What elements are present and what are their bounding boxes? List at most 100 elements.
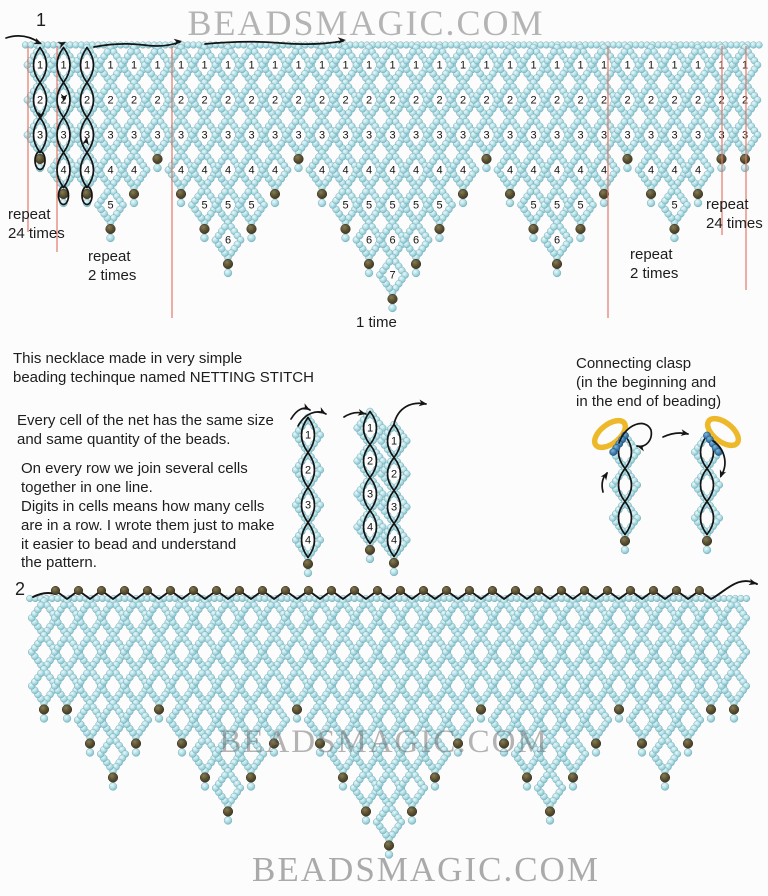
svg-text:2: 2 — [131, 95, 137, 107]
svg-text:4: 4 — [60, 165, 66, 177]
svg-text:3: 3 — [436, 130, 442, 142]
svg-text:3: 3 — [60, 130, 66, 142]
svg-text:3: 3 — [367, 489, 373, 501]
svg-text:5: 5 — [225, 200, 231, 212]
watermark-top: BEADSMAGIC.COM — [187, 3, 545, 43]
repeat-2-times-left-label: repeat 2 times — [88, 248, 137, 284]
svg-text:2: 2 — [671, 95, 677, 107]
svg-text:1: 1 — [201, 60, 207, 72]
svg-text:2: 2 — [460, 95, 466, 107]
svg-text:2: 2 — [37, 95, 43, 107]
note-paragraph-technique: This necklace made in very simple beadin… — [13, 350, 314, 386]
svg-text:1: 1 — [530, 60, 536, 72]
svg-text:2: 2 — [225, 95, 231, 107]
svg-text:1: 1 — [413, 60, 419, 72]
svg-text:1: 1 — [742, 60, 748, 72]
svg-text:1: 1 — [305, 430, 311, 442]
watermark-bottom: BEADSMAGIC.COM — [252, 850, 600, 889]
svg-text:3: 3 — [483, 130, 489, 142]
svg-text:1: 1 — [37, 60, 43, 72]
svg-text:4: 4 — [131, 165, 137, 177]
svg-text:2: 2 — [154, 95, 160, 107]
svg-text:4: 4 — [178, 165, 184, 177]
svg-text:4: 4 — [319, 165, 325, 177]
svg-text:1: 1 — [295, 60, 301, 72]
svg-text:3: 3 — [413, 130, 419, 142]
svg-text:2: 2 — [530, 95, 536, 107]
svg-text:2: 2 — [507, 95, 513, 107]
svg-text:4: 4 — [554, 165, 560, 177]
svg-text:1: 1 — [342, 60, 348, 72]
svg-text:2: 2 — [601, 95, 607, 107]
svg-text:2: 2 — [84, 95, 90, 107]
svg-text:1: 1 — [84, 60, 90, 72]
connecting-clasp-title: Connecting clasp (in the beginning and i… — [576, 355, 722, 410]
svg-text:3: 3 — [460, 130, 466, 142]
svg-text:3: 3 — [624, 130, 630, 142]
svg-text:4: 4 — [648, 165, 654, 177]
svg-text:2: 2 — [248, 95, 254, 107]
svg-text:4: 4 — [436, 165, 442, 177]
svg-text:4: 4 — [577, 165, 583, 177]
svg-text:4: 4 — [389, 165, 395, 177]
svg-text:4: 4 — [530, 165, 536, 177]
svg-text:1: 1 — [154, 60, 160, 72]
svg-text:2: 2 — [367, 456, 373, 468]
svg-text:2: 2 — [389, 95, 395, 107]
svg-text:1: 1 — [248, 60, 254, 72]
diagram1-label: 1 — [36, 10, 47, 30]
svg-text:3: 3 — [695, 130, 701, 142]
svg-text:4: 4 — [695, 165, 701, 177]
svg-text:1: 1 — [272, 60, 278, 72]
svg-text:6: 6 — [389, 235, 395, 247]
svg-text:6: 6 — [225, 235, 231, 247]
svg-text:1: 1 — [554, 60, 560, 72]
svg-text:1: 1 — [460, 60, 466, 72]
svg-text:3: 3 — [577, 130, 583, 142]
svg-text:2: 2 — [554, 95, 560, 107]
svg-text:4: 4 — [272, 165, 278, 177]
watermark-middle: BEADSMAGIC.COM — [219, 724, 549, 760]
svg-text:2: 2 — [695, 95, 701, 107]
svg-text:3: 3 — [272, 130, 278, 142]
svg-text:3: 3 — [84, 130, 90, 142]
svg-text:3: 3 — [178, 130, 184, 142]
svg-text:1: 1 — [601, 60, 607, 72]
svg-text:1: 1 — [695, 60, 701, 72]
svg-text:3: 3 — [671, 130, 677, 142]
svg-text:3: 3 — [248, 130, 254, 142]
svg-text:3: 3 — [342, 130, 348, 142]
svg-text:2: 2 — [436, 95, 442, 107]
svg-text:1: 1 — [391, 436, 397, 448]
svg-text:5: 5 — [201, 200, 207, 212]
svg-text:1: 1 — [60, 60, 66, 72]
svg-text:2: 2 — [342, 95, 348, 107]
svg-text:2: 2 — [201, 95, 207, 107]
svg-text:3: 3 — [648, 130, 654, 142]
svg-text:4: 4 — [671, 165, 677, 177]
svg-text:3: 3 — [107, 130, 113, 142]
svg-text:2: 2 — [107, 95, 113, 107]
svg-text:1: 1 — [436, 60, 442, 72]
svg-text:5: 5 — [342, 200, 348, 212]
svg-text:5: 5 — [107, 200, 113, 212]
svg-text:7: 7 — [389, 270, 395, 282]
svg-text:6: 6 — [554, 235, 560, 247]
repeat-24-times-left-label: repeat 24 times — [8, 206, 65, 242]
svg-text:4: 4 — [460, 165, 466, 177]
svg-text:1: 1 — [389, 60, 395, 72]
diagram2-label: 2 — [15, 579, 26, 599]
svg-text:5: 5 — [577, 200, 583, 212]
svg-text:2: 2 — [624, 95, 630, 107]
svg-text:4: 4 — [601, 165, 607, 177]
svg-text:3: 3 — [201, 130, 207, 142]
note-paragraph-cells: Every cell of the net has the same size … — [17, 412, 274, 448]
svg-text:2: 2 — [483, 95, 489, 107]
svg-text:3: 3 — [154, 130, 160, 142]
svg-text:4: 4 — [305, 535, 311, 547]
svg-text:3: 3 — [389, 130, 395, 142]
svg-text:1: 1 — [671, 60, 677, 72]
svg-text:3: 3 — [305, 500, 311, 512]
